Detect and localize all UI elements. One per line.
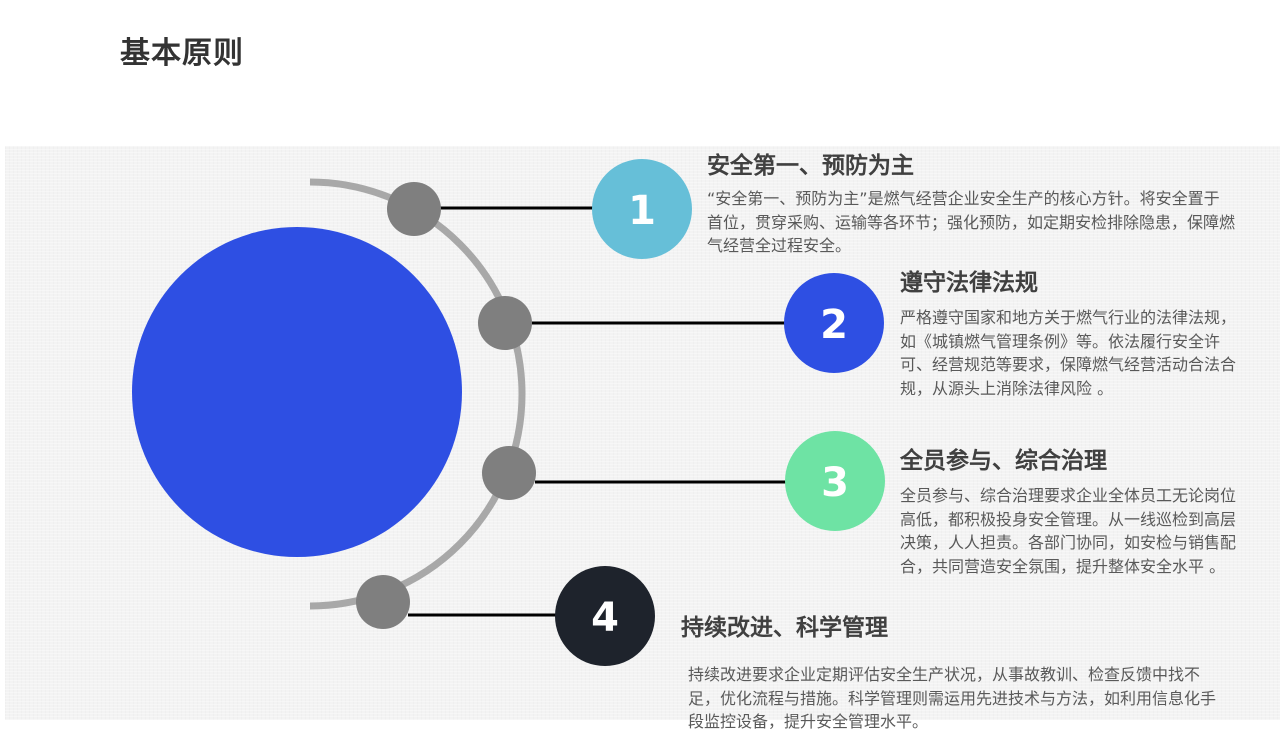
principle-description: “安全第一、预防为主”是燃气经营企业安全生产的核心方针。将安全置于首位，贯穿采购…: [707, 189, 1236, 255]
principle-item-2: 遵守法律法规 严格遵守国家和地方关于燃气行业的法律法规，如《城镇燃气管理条例》等…: [900, 268, 1243, 400]
principle-item-4: 持续改进、科学管理 持续改进要求企业定期评估安全生产状况，从事故教训、检查反馈中…: [681, 613, 1226, 734]
number-label-2: 2: [820, 302, 848, 348]
arc-node-4: [356, 575, 410, 629]
principle-title: 全员参与、综合治理: [900, 448, 1107, 474]
number-label-3: 3: [821, 460, 849, 506]
principle-description: 严格遵守国家和地方关于燃气行业的法律法规，如《城镇燃气管理条例》等。依法履行安全…: [900, 308, 1237, 398]
number-label-4: 4: [591, 595, 619, 641]
principle-description: 持续改进要求企业定期评估安全生产状况，从事故教训、检查反馈中找不足，优化流程与措…: [688, 665, 1217, 731]
arc-node-1: [387, 182, 441, 236]
principle-title: 持续改进、科学管理: [681, 615, 888, 641]
principle-item-1: 安全第一、预防为主 “安全第一、预防为主”是燃气经营企业安全生产的核心方针。将安…: [707, 151, 1235, 258]
arc-node-2: [478, 296, 532, 350]
principle-title: 遵守法律法规: [900, 270, 1038, 296]
number-badge-2: [784, 273, 884, 373]
number-badge-4: [555, 566, 655, 666]
number-badge-1: [592, 159, 692, 259]
number-badge-3: [785, 431, 885, 531]
principle-description: 全员参与、综合治理要求企业全体员工无论岗位高低，都积极投身安全管理。从一线巡检到…: [900, 486, 1237, 576]
principle-title: 安全第一、预防为主: [707, 153, 914, 179]
principle-item-3: 全员参与、综合治理 全员参与、综合治理要求企业全体员工无论岗位高低，都积极投身安…: [900, 446, 1243, 578]
main-circle: [132, 227, 462, 557]
arc-node-3: [482, 446, 536, 500]
page-title: 基本原则: [120, 36, 244, 71]
number-label-1: 1: [628, 188, 656, 234]
